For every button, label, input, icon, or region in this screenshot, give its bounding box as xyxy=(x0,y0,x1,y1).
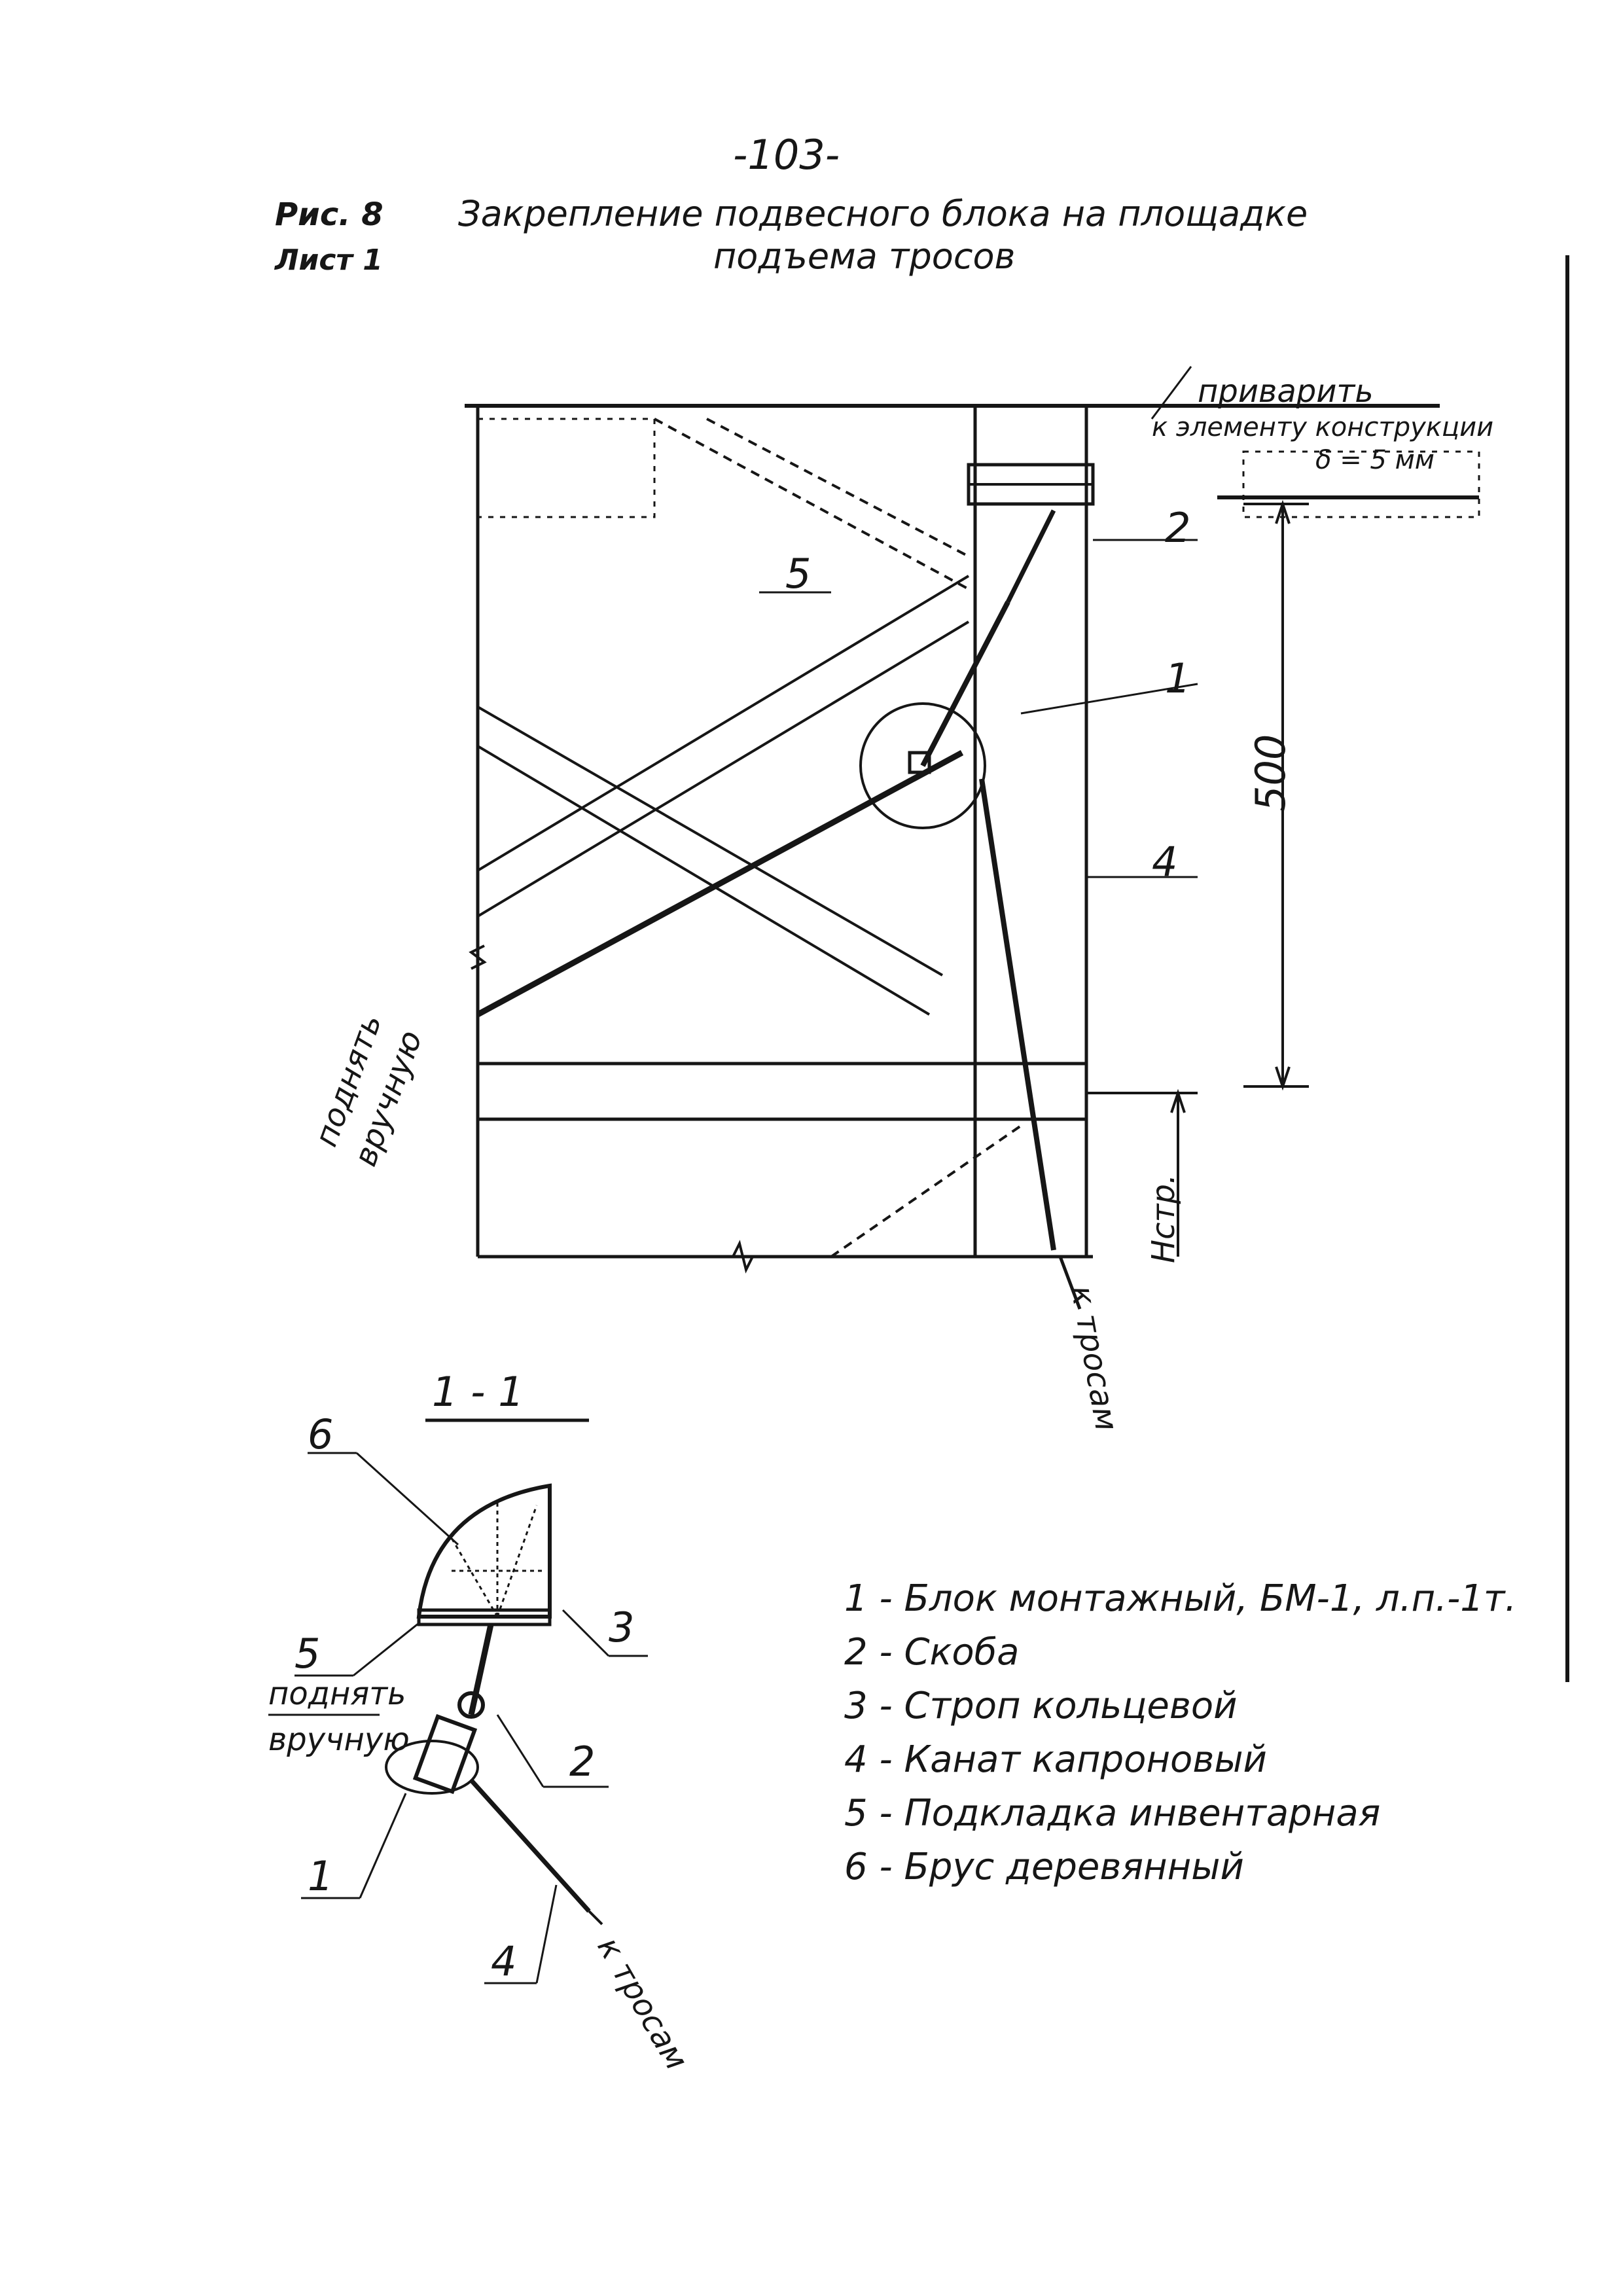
dimension-500-label: 500 xyxy=(1247,734,1294,812)
legend-num: 5 xyxy=(844,1792,868,1835)
legend-item-1: 1 - Блок монтажный, БМ-1, л.п.-1т. xyxy=(844,1577,1517,1620)
rope-line xyxy=(476,750,964,1017)
legend-num: 2 xyxy=(844,1631,868,1674)
legend-num: 1 xyxy=(844,1577,868,1620)
note-weld-line2: к элементу конструкции xyxy=(1152,412,1494,442)
dimension-hstr xyxy=(1086,1088,1198,1257)
section-shackle xyxy=(468,1624,494,1715)
callout-4: 4 xyxy=(1152,838,1178,886)
legend-text: Брус деревянный xyxy=(904,1846,1244,1888)
legend-item-4: 4 - Канат капроновый xyxy=(844,1738,1267,1781)
section-callout-1: 1 xyxy=(308,1852,334,1900)
legend: 1 - Блок монтажный, БМ-1, л.п.-1т. 2 - С… xyxy=(844,1577,1516,1899)
section-callout-3: 3 xyxy=(609,1604,635,1651)
legend-text: Скоба xyxy=(904,1631,1020,1674)
page-number: -103- xyxy=(733,131,840,179)
figure-title-line1: Закрепление подвесного блока на площадке xyxy=(458,193,1308,234)
leader-lines xyxy=(759,366,1198,878)
section-lift-line2: вручную xyxy=(268,1721,410,1758)
callout-1: 1 xyxy=(1165,655,1191,702)
sheet-label: Лист 1 xyxy=(275,243,383,277)
section-callout-5: 5 xyxy=(294,1630,321,1677)
legend-item-6: 6 - Брус деревянный xyxy=(844,1846,1244,1888)
pulley-block xyxy=(859,702,986,829)
section-pad xyxy=(417,1608,552,1626)
section-block xyxy=(412,1713,478,1795)
legend-num: 6 xyxy=(844,1846,868,1888)
legend-num: 3 xyxy=(844,1685,868,1727)
figure-title-line2: подъема тросов xyxy=(713,236,1016,277)
section-callout-2: 2 xyxy=(569,1738,596,1785)
note-weld-line3: δ = 5 мм xyxy=(1315,445,1435,475)
legend-num: 4 xyxy=(844,1738,868,1781)
note-weld-line1: приварить xyxy=(1198,373,1374,410)
diagonal-braces xyxy=(476,418,1022,1258)
section-wood-beam xyxy=(416,1483,552,1619)
legend-item-2: 2 - Скоба xyxy=(844,1631,1020,1674)
callout-2: 2 xyxy=(1165,504,1191,552)
section-title: 1 - 1 xyxy=(432,1368,524,1416)
legend-text: Блок монтажный, БМ-1, л.п.-1т. xyxy=(904,1577,1517,1620)
rope-down xyxy=(979,778,1056,1251)
legend-item-5: 5 - Подкладка инвентарная xyxy=(844,1792,1381,1835)
legend-item-3: 3 - Строп кольцевой xyxy=(844,1685,1238,1727)
section-leaders xyxy=(268,1452,648,1984)
legend-text: Строп кольцевой xyxy=(904,1685,1238,1727)
dimension-hstr-label: Нстр. xyxy=(1145,1174,1182,1263)
section-lift-line1: поднять xyxy=(268,1676,406,1712)
pulley-hook xyxy=(920,601,1010,767)
legend-text: Подкладка инвентарная xyxy=(904,1792,1381,1835)
figure-label: Рис. 8 xyxy=(275,196,383,233)
section-callout-4: 4 xyxy=(491,1937,517,1985)
section-rope xyxy=(469,1778,591,1913)
legend-text: Канат капроновый xyxy=(904,1738,1267,1781)
section-callout-6: 6 xyxy=(308,1410,334,1458)
callout-5: 5 xyxy=(785,550,812,598)
dimension-500 xyxy=(1243,499,1309,1091)
